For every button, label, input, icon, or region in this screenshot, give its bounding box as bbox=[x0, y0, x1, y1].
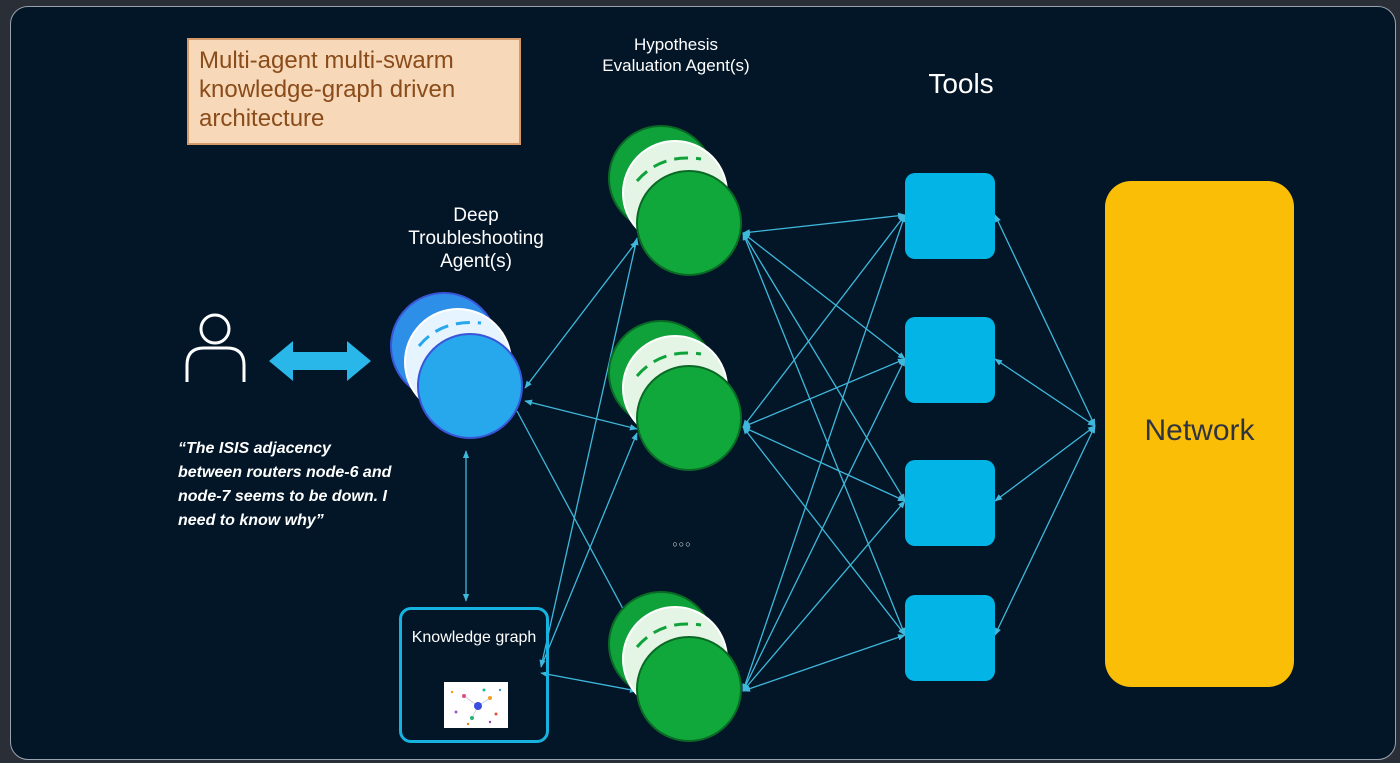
connector-line bbox=[742, 634, 906, 692]
knowledge-graph-box: Knowledge graph bbox=[399, 607, 549, 743]
connector-line bbox=[540, 671, 638, 693]
user-query-quote: “The ISIS adjacency between routers node… bbox=[178, 440, 392, 529]
connector-line bbox=[516, 410, 638, 636]
double-arrow-icon bbox=[269, 341, 371, 381]
diagram-connections bbox=[185, 125, 1096, 742]
network-block: Network bbox=[1105, 181, 1294, 687]
more-agents-ellipsis: ○○○ bbox=[672, 539, 692, 549]
connector-line bbox=[994, 425, 1096, 636]
tool-box-2 bbox=[905, 317, 995, 403]
knowledge-graph-label: Knowledge graph bbox=[411, 629, 537, 646]
connector-line bbox=[540, 432, 638, 668]
connector-line bbox=[742, 232, 906, 502]
connector-line bbox=[742, 358, 906, 428]
connector-line bbox=[994, 358, 1096, 427]
tool-box-1 bbox=[905, 173, 995, 259]
connector-line bbox=[539, 237, 639, 668]
connector-line bbox=[994, 214, 1096, 427]
connector-line bbox=[742, 358, 906, 692]
connector-line bbox=[742, 212, 906, 236]
connector-line bbox=[742, 232, 906, 360]
connector-line bbox=[742, 232, 906, 636]
hypothesis-agents-label: Hypothesis Evaluation Agent(s) bbox=[602, 35, 750, 75]
hypothesis-agent-stack-1 bbox=[608, 125, 742, 276]
person-icon bbox=[185, 313, 246, 382]
tool-box-3 bbox=[905, 460, 995, 546]
tool-box-4 bbox=[905, 595, 995, 681]
diagram-title: Multi-agent multi-swarm knowledge-graph … bbox=[187, 38, 521, 145]
graph-thumbnail-icon bbox=[444, 682, 508, 728]
hypothesis-agent-stack-2 bbox=[608, 320, 742, 471]
deep-troubleshooting-agent-stack bbox=[390, 292, 523, 439]
hypothesis-agent-stack-3 bbox=[608, 591, 742, 742]
diagram-canvas: Multi-agent multi-swarm knowledge-graph … bbox=[10, 6, 1396, 760]
connector-line bbox=[742, 426, 906, 636]
network-label: Network bbox=[1144, 414, 1255, 447]
connector-line bbox=[742, 214, 906, 428]
connector-line bbox=[742, 214, 906, 692]
connector-line bbox=[742, 426, 906, 502]
connector-line bbox=[994, 425, 1096, 502]
tools-label: Tools bbox=[928, 68, 994, 99]
connector-lines bbox=[462, 212, 1096, 693]
deep-troubleshooting-agents-label: Deep Troubleshooting Agent(s) bbox=[408, 205, 544, 272]
